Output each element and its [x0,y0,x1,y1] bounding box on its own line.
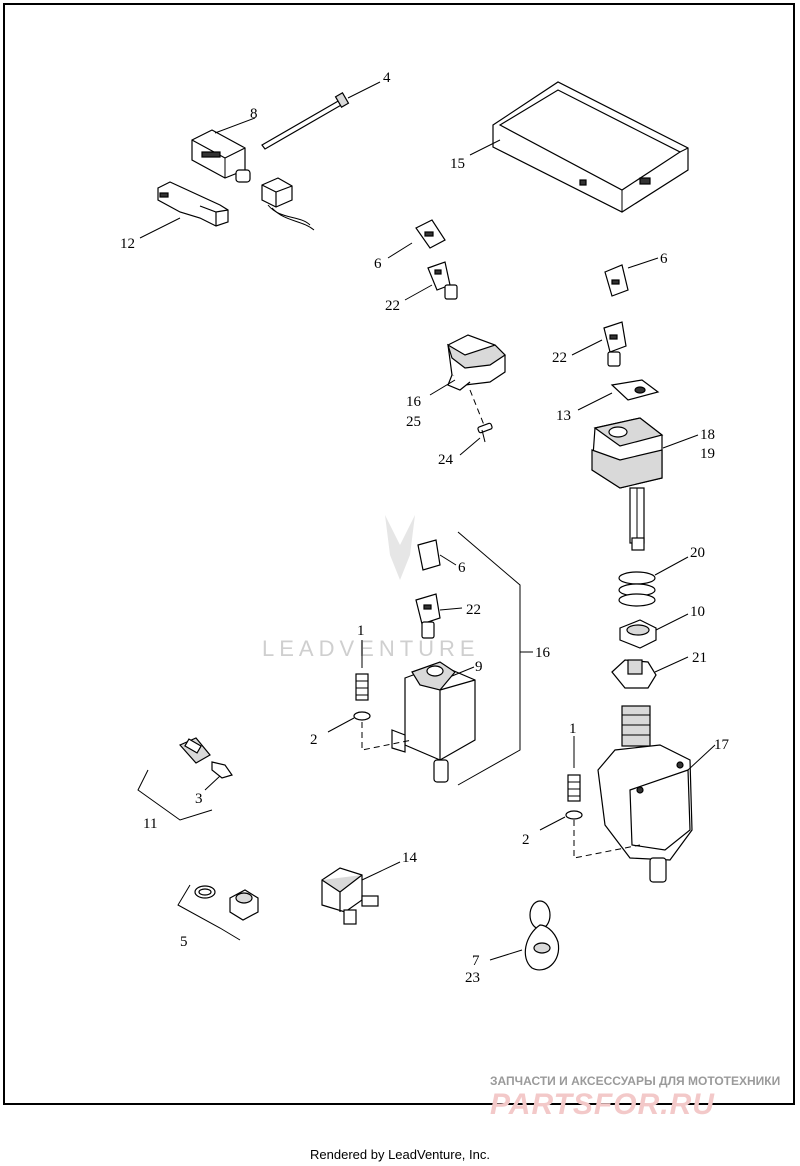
part-6-key-tag-right [604,257,659,297]
diagram-frame [3,3,795,1105]
part-11-sensor [137,737,233,821]
part-18-ignition-head [591,417,699,551]
part-10-nut [619,613,689,649]
part-8-connector [191,117,256,183]
callout-13: 13 [556,408,571,424]
footer-credit: Rendered by LeadVenture, Inc. [310,1147,490,1162]
part-14-solenoid [321,861,401,925]
callout-16-upper: 16 [406,394,422,410]
callout-6-right: 6 [660,251,668,267]
part-20-spring [618,556,689,607]
callout-18: 18 [700,427,715,443]
callout-6-lower: 6 [458,560,466,576]
part-13-cover-plate [577,379,660,411]
part-9-lock-body [391,661,476,783]
watermark-brand: LEADVENTURE [262,636,480,661]
part-7-key-fob [489,900,560,971]
part-1-bolt-right [567,736,581,802]
callout-3: 3 [195,791,203,807]
leader-2-right [573,820,641,859]
shop-brand: PARTSFOR.RU [490,1088,715,1121]
callout-20: 20 [690,545,705,561]
part-16-lock-cap-assembly [429,334,506,396]
callout-22-right: 22 [552,350,567,366]
callout-5: 5 [180,934,188,950]
part-24-screw [459,422,493,456]
part-4-cable-tie [261,81,381,150]
callout-7: 7 [472,953,480,969]
callout-8: 8 [250,106,258,122]
part-17-switch-body [597,705,716,883]
callout-19: 19 [700,446,715,462]
callout-9: 9 [475,659,483,675]
part-21-cam [611,656,689,689]
part-12-latch [139,181,229,239]
callout-12: 12 [120,236,135,252]
part-6-key-tag-upper-left [387,219,446,259]
part-2-washer-right [539,810,583,831]
callout-1-right: 1 [569,721,577,737]
callout-22-upper-left: 22 [385,298,400,314]
bracket-16-lower [457,531,521,786]
leader-2-left [361,722,413,751]
part-1-bolt-left [355,640,369,701]
part-22-key-upper-left [404,261,458,301]
part-5-plug-oring [177,884,259,941]
leadventure-watermark: LEADVENTURE [262,515,480,661]
callout-21: 21 [692,650,707,666]
part-22-key-right [571,321,627,367]
callout-15: 15 [450,156,465,172]
callout-16-lower: 16 [535,645,551,661]
shop-banner: ЗАПЧАСТИ И АКСЕССУАРЫ ДЛЯ МОТОТЕХНИКИ PA… [490,1074,780,1121]
part-6-key-tag-lower [417,539,457,571]
harness-plug [261,177,315,231]
callout-23: 23 [465,970,480,986]
callout-24: 24 [438,452,454,468]
callout-11: 11 [143,816,157,832]
callout-4: 4 [383,70,391,86]
callout-6-upper-left: 6 [374,256,382,272]
callout-17: 17 [714,737,730,753]
callout-2-right: 2 [522,832,530,848]
part-2-washer-left [327,711,371,733]
callout-2-left: 2 [310,732,318,748]
callout-10: 10 [690,604,705,620]
callout-14: 14 [402,850,418,866]
callout-25: 25 [406,414,421,430]
callout-22-lower: 22 [466,602,481,618]
leader-16-24 [469,389,485,426]
part-22-key-lower [415,593,463,639]
part-15-control-module [469,81,689,213]
shop-tagline: ЗАПЧАСТИ И АКСЕССУАРЫ ДЛЯ МОТОТЕХНИКИ [490,1074,780,1088]
callout-1-left: 1 [357,623,365,639]
